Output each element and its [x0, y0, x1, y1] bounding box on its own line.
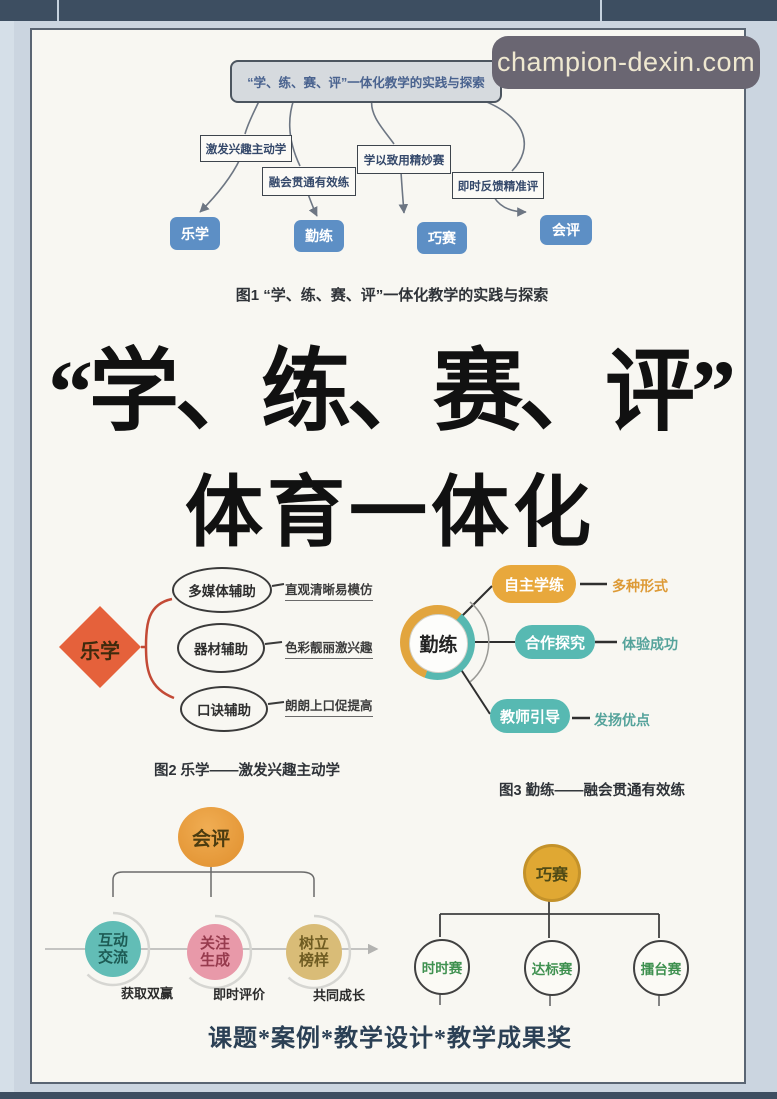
fig4-node: 互动交流 — [85, 921, 141, 977]
fig3-node-label: 合作探究 — [524, 634, 585, 652]
fig5-node-label: 擂台赛 — [640, 962, 682, 977]
top-frame-bar — [0, 0, 777, 21]
fig4-node: 关注生成 — [187, 924, 243, 980]
main-title-line1: “学、练、赛、评” — [48, 343, 736, 442]
fig2-node-label: 口诀辅助 — [197, 703, 251, 718]
fig1-leaf-label: 会评 — [552, 222, 580, 238]
fig1-root-node: “学、练、赛、评”一体化教学的实践与探索 — [230, 60, 502, 103]
fig1-branch-label: 即时反馈精准评 — [457, 180, 539, 193]
fig5-node: 时时赛 — [414, 939, 470, 995]
fig1-leaf-node: 会评 — [540, 215, 592, 245]
fig3-node-label: 教师引导 — [499, 708, 560, 726]
fig3-note: 体验成功 — [622, 636, 678, 652]
fig2-note: 色彩靓丽激兴趣 — [285, 637, 373, 659]
fig3-note: 多种形式 — [612, 578, 668, 594]
poster-page: “学、练、赛、评”一体化教学的实践与探索 激发兴趣主动学 融会贯通有效练 学以致… — [30, 28, 746, 1084]
fig1-branch-label: 融会贯通有效练 — [268, 176, 350, 189]
fig2-node: 口诀辅助 — [180, 686, 268, 732]
fig4-note: 共同成长 — [312, 988, 365, 1003]
fig4-note: 获取双赢 — [120, 986, 173, 1001]
frame-divider — [57, 0, 59, 21]
fig4-node: 树立榜样 — [286, 924, 342, 980]
fig2-caption: 图2 乐学——激发兴趣主动学 — [153, 763, 341, 779]
fig4-root-node: 会评 — [178, 807, 244, 867]
fig4-node-label: 树立榜样 — [298, 934, 329, 969]
frame-divider — [600, 0, 602, 21]
fig1-leaf-label: 巧赛 — [428, 230, 456, 246]
fig5-node-label: 时时赛 — [421, 961, 463, 976]
fig4-node-label: 关注生成 — [199, 934, 230, 969]
fig2-node: 器材辅助 — [177, 623, 265, 673]
fig1-branch-node: 激发兴趣主动学 — [200, 135, 292, 162]
fig2-node: 多媒体辅助 — [172, 567, 272, 613]
main-title-line2: 体育一体化 — [184, 469, 595, 556]
fig4-node-label: 互动交流 — [97, 931, 128, 966]
fig5-root-node: 巧赛 — [523, 844, 581, 902]
fig5-node: 擂台赛 — [633, 940, 689, 996]
fig1-leaf-node: 勤练 — [294, 220, 344, 252]
fig1-leaf-label: 勤练 — [305, 228, 333, 244]
footer-text: 课题*案例*教学设计*教学成果奖 — [208, 1026, 572, 1052]
fig1-root-label: “学、练、赛、评”一体化教学的实践与探索 — [247, 76, 485, 90]
bottom-frame-bar — [0, 1092, 777, 1099]
fig4-root-label: 会评 — [191, 828, 230, 850]
fig3-node-label: 自主学练 — [503, 576, 564, 594]
fig1-branch-label: 激发兴趣主动学 — [205, 143, 287, 156]
fig5-root-label: 巧赛 — [535, 867, 568, 884]
fig3-caption: 图3 勤练——融会贯通有效练 — [498, 783, 686, 799]
watermark-text: champion-dexin.com — [496, 47, 756, 77]
fig2-node-label: 多媒体辅助 — [188, 584, 256, 599]
fig5-node-label: 达标赛 — [531, 962, 573, 977]
fig3-root-node: 勤练 — [409, 614, 468, 673]
fig2-note: 直观清晰易模仿 — [285, 579, 373, 601]
fig1-leaf-node: 乐学 — [170, 217, 220, 250]
fig3-node: 自主学练 — [492, 565, 576, 603]
fig2-root-label: 乐学 — [80, 641, 120, 663]
left-margin-strip — [0, 21, 14, 1092]
fig1-branch-label: 学以致用精妙赛 — [363, 154, 445, 167]
fig1-branch-node: 即时反馈精准评 — [452, 172, 544, 199]
fig1-branch-node: 融会贯通有效练 — [262, 167, 356, 196]
fig3-root-label: 勤练 — [419, 635, 458, 656]
fig4-note: 即时评价 — [212, 987, 265, 1002]
fig1-caption: 图1 “学、练、赛、评”一体化教学的实践与探索 — [235, 287, 549, 304]
fig1-leaf-label: 乐学 — [181, 225, 209, 242]
fig3-note: 发扬优点 — [594, 712, 650, 728]
fig1-leaf-node: 巧赛 — [417, 222, 467, 254]
fig5-node: 达标赛 — [524, 940, 580, 996]
fig3-node: 教师引导 — [490, 699, 570, 733]
fig1-branch-node: 学以致用精妙赛 — [357, 145, 451, 174]
fig3-node: 合作探究 — [515, 625, 595, 659]
fig2-node-label: 器材辅助 — [194, 642, 248, 657]
fig2-note: 朗朗上口促提高 — [285, 695, 373, 717]
watermark-badge: champion-dexin.com — [492, 36, 760, 89]
